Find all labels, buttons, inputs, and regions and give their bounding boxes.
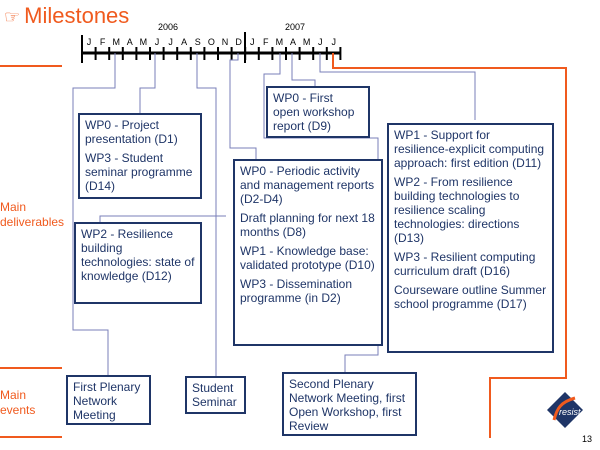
month-label: J [249, 37, 255, 47]
month-label: J [168, 37, 173, 47]
timeline-ticks [94, 47, 342, 60]
month-label: M [139, 37, 148, 47]
connector-box-m9 [99, 215, 226, 222]
year-label-2006: 2006 [158, 22, 179, 32]
label-line: Main [0, 388, 27, 402]
deliverable-item: Draft planning for next 18 months (D8) [240, 211, 375, 239]
event-first-plenary: First Plenary Network Meeting [66, 375, 151, 425]
event-label: Second Plenary Network Meeting, first Op… [289, 377, 406, 433]
deliverable-item: WP0 - Project presentation (D1) [85, 118, 178, 146]
month-label: A [181, 37, 188, 47]
connector-box-m18 [319, 53, 476, 120]
connector-student-seminar [196, 53, 217, 376]
month-label: A [126, 37, 133, 47]
month-label: M [302, 37, 311, 47]
deliverable-item: WP3 - Student seminar programme (D14) [85, 151, 193, 193]
month-label: J [331, 37, 337, 47]
connector-first-plenary [72, 53, 116, 376]
deliverable-item: WP3 - Dissemination programme (in D2) [240, 277, 353, 305]
connector-box-m3-m6 [139, 53, 156, 114]
title-text: Milestones [24, 3, 130, 28]
month-label: N [221, 37, 229, 47]
month-label: M [112, 37, 120, 47]
month-label: J [154, 37, 160, 47]
month-label: J [317, 37, 323, 47]
month-label: D [235, 37, 242, 47]
pointing-hand-icon: ☞ [4, 7, 21, 27]
month-label: F [99, 37, 106, 47]
month-label: J [86, 37, 92, 47]
month-label: M [275, 37, 284, 47]
deliverable-box-m9: WP2 - Resilience building technologies: … [74, 222, 202, 304]
connector-second-plenary [263, 53, 379, 372]
event-label: Student Seminar [192, 381, 237, 409]
event-second-plenary: Second Plenary Network Meeting, first Op… [282, 372, 417, 436]
month-label: S [194, 37, 201, 47]
event-student-seminar: Student Seminar [185, 376, 246, 414]
deliverable-box-m16: WP0 - First open workshop report (D9) [266, 86, 370, 138]
deliverable-item: WP2 - Resilience building technologies: … [81, 227, 195, 283]
deliverable-item: WP3 - Resilient computing curriculum dra… [394, 250, 536, 278]
label-line: deliverables [0, 215, 65, 229]
page-number: 13 [581, 434, 592, 444]
deliverable-box-m3-m6: WP0 - Project presentation (D1) WP3 - St… [78, 113, 202, 199]
deliverable-box-m18: WP1 - Support for resilience-explicit co… [387, 123, 554, 353]
deliverable-item: WP2 - From resilience building technolog… [394, 175, 520, 245]
year-label-2007: 2007 [285, 22, 306, 32]
connector-box-m12 [229, 53, 257, 160]
final-connector [332, 53, 567, 438]
deliverable-item: WP1 - Knowledge base: validated prototyp… [240, 244, 375, 272]
month-label: O [207, 37, 215, 47]
svg-text:resist: resist [559, 407, 581, 417]
slide-title: ☞Milestones [4, 2, 129, 31]
deliverable-box-m12: WP0 - Periodic activity and management r… [233, 159, 383, 346]
label-line: Main [0, 200, 27, 214]
event-label: First Plenary Network Meeting [73, 380, 141, 422]
month-label: F [263, 37, 269, 47]
deliverable-item: WP1 - Support for resilience-explicit co… [394, 128, 545, 170]
deliverable-item: WP0 - First open workshop report (D9) [273, 91, 355, 133]
label-main-events: Main events [0, 388, 35, 418]
deliverable-item: WP0 - Periodic activity and management r… [240, 164, 375, 206]
connector-box-m16 [291, 53, 316, 86]
deliverable-item: Courseware outline Summer school program… [394, 283, 547, 311]
month-label: A [289, 37, 296, 47]
label-line: events [0, 403, 36, 417]
label-main-deliverables: Main deliverables [0, 200, 64, 230]
resist-logo: resist [547, 392, 583, 428]
